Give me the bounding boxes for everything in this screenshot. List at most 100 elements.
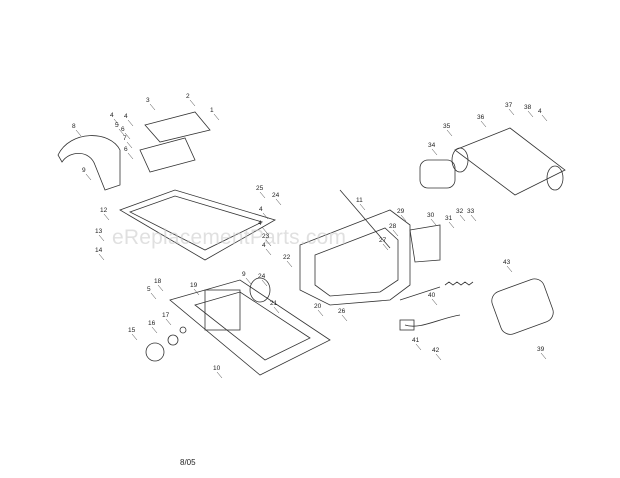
part-label-30: 30 bbox=[427, 212, 435, 219]
leader-line bbox=[448, 221, 455, 229]
leader-line bbox=[431, 148, 438, 156]
part-label-extra-4: 4 bbox=[259, 206, 263, 213]
platen bbox=[139, 137, 196, 173]
table bbox=[119, 189, 277, 261]
leader-line bbox=[541, 114, 548, 122]
part-label-23: 23 bbox=[262, 233, 270, 240]
leader-line bbox=[415, 343, 422, 351]
leader-line bbox=[540, 352, 547, 360]
part-label-27: 27 bbox=[379, 237, 387, 244]
leader-line bbox=[480, 120, 487, 128]
belt-guard bbox=[57, 135, 121, 191]
leader-line bbox=[85, 173, 92, 181]
ring bbox=[145, 342, 165, 362]
leader-line bbox=[113, 118, 120, 126]
leader-line bbox=[103, 213, 110, 221]
part-label-extra-4: 4 bbox=[258, 220, 262, 227]
belt-frame-inner bbox=[314, 227, 399, 297]
part-label-extra-9: 9 bbox=[242, 271, 246, 278]
leader-line bbox=[149, 103, 156, 111]
leader-line bbox=[286, 260, 293, 268]
leader-line bbox=[446, 129, 453, 137]
part-label-22: 22 bbox=[283, 254, 291, 261]
leader-line bbox=[259, 191, 266, 199]
leader-line bbox=[506, 265, 513, 273]
leader-line bbox=[508, 108, 515, 116]
power-cord bbox=[404, 314, 461, 327]
part-label-37: 37 bbox=[505, 102, 513, 109]
part-label-8: 8 bbox=[72, 123, 76, 130]
leader-line bbox=[150, 292, 157, 300]
motor bbox=[491, 278, 554, 335]
part-label-9: 9 bbox=[82, 167, 86, 174]
base-plate-inner bbox=[194, 291, 311, 361]
part-label-7: 7 bbox=[123, 135, 127, 142]
leader-line bbox=[431, 298, 438, 306]
leader-line bbox=[98, 253, 105, 261]
part-label-39: 39 bbox=[537, 346, 545, 353]
leader-line bbox=[261, 226, 268, 234]
part-label-6: 6 bbox=[124, 146, 128, 153]
part-label-28: 28 bbox=[389, 223, 397, 230]
part-label-10: 10 bbox=[213, 365, 221, 372]
leader-line bbox=[435, 353, 442, 361]
leader-line bbox=[213, 113, 220, 121]
part-number-labels: 1234567891011121314151617181920212223242… bbox=[72, 93, 548, 379]
leader-line bbox=[527, 110, 534, 118]
part-label-43: 43 bbox=[503, 259, 511, 266]
leader-line bbox=[382, 243, 389, 251]
part-label-2: 2 bbox=[186, 93, 190, 100]
part-label-extra-4: 4 bbox=[124, 113, 128, 120]
part-label-20: 20 bbox=[314, 303, 322, 310]
leader-line bbox=[127, 152, 134, 160]
leader-line bbox=[118, 128, 125, 136]
leader-line bbox=[157, 284, 164, 292]
leader-line bbox=[265, 239, 272, 247]
leader-line bbox=[470, 214, 477, 222]
part-label-34: 34 bbox=[428, 142, 436, 149]
part-label-35: 35 bbox=[443, 123, 451, 130]
part-label-5: 5 bbox=[115, 122, 119, 129]
date-code: 8/05 bbox=[180, 458, 196, 467]
leader-line bbox=[273, 306, 280, 314]
part-label-12: 12 bbox=[100, 207, 108, 214]
drum bbox=[419, 159, 456, 189]
leader-line bbox=[275, 198, 282, 206]
part-label-extra-5: 5 bbox=[147, 286, 151, 293]
part-label-33: 33 bbox=[467, 208, 475, 215]
base-plate bbox=[169, 279, 331, 376]
belt-frame bbox=[299, 209, 411, 306]
part-label-15: 15 bbox=[128, 327, 136, 334]
leader-line bbox=[459, 214, 466, 222]
leader-line bbox=[261, 279, 268, 287]
part-label-13: 13 bbox=[95, 228, 103, 235]
part-label-17: 17 bbox=[162, 312, 170, 319]
part-label-1: 1 bbox=[210, 107, 214, 114]
part-label-4: 4 bbox=[110, 112, 114, 119]
part-label-extra-24: 24 bbox=[272, 192, 280, 199]
leader-line bbox=[262, 212, 269, 220]
part-label-19: 19 bbox=[190, 282, 198, 289]
part-label-extra-4: 4 bbox=[262, 242, 266, 249]
leader-line bbox=[317, 309, 324, 317]
part-label-31: 31 bbox=[445, 215, 453, 222]
leader-line bbox=[126, 141, 133, 149]
part-label-24: 24 bbox=[258, 273, 266, 280]
part-label-extra-4: 4 bbox=[538, 108, 542, 115]
leader-line bbox=[189, 99, 196, 107]
part-label-21: 21 bbox=[270, 300, 278, 307]
leader-line bbox=[265, 248, 272, 256]
leader-line bbox=[430, 218, 437, 226]
leader-line bbox=[127, 119, 134, 127]
leader-line bbox=[400, 214, 407, 222]
part-label-18: 18 bbox=[154, 278, 162, 285]
part-label-14: 14 bbox=[95, 247, 103, 254]
leader-line bbox=[75, 129, 82, 137]
sanding-belt bbox=[454, 127, 566, 196]
part-label-3: 3 bbox=[146, 97, 150, 104]
part-label-38: 38 bbox=[524, 104, 532, 111]
spring bbox=[444, 281, 474, 286]
part-label-11: 11 bbox=[356, 197, 363, 204]
leader-line bbox=[341, 314, 348, 322]
